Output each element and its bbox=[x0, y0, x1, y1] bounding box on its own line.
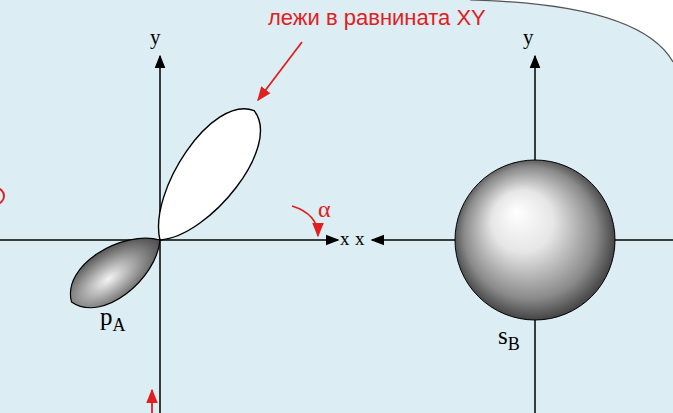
leader-arrow bbox=[258, 42, 302, 100]
x-axis-left bbox=[0, 239, 338, 241]
s-orbital-sphere bbox=[455, 160, 615, 320]
white-corner bbox=[470, 0, 673, 62]
p-orbital-positive-lobe bbox=[135, 92, 279, 258]
angle-arc bbox=[292, 206, 318, 236]
pointer-arrow bbox=[151, 390, 153, 413]
p-orbital-negative-lobe bbox=[57, 220, 174, 323]
orbital-name: pA bbox=[100, 303, 126, 331]
axis-name: y bbox=[150, 26, 161, 49]
axis-name: y bbox=[523, 26, 534, 49]
angle-name: α bbox=[318, 196, 331, 222]
plane-note: лежи в равнината XY bbox=[268, 6, 486, 30]
axis-name: x bbox=[340, 229, 350, 250]
corner-border bbox=[470, 0, 673, 62]
orbital-name: sB bbox=[498, 322, 520, 350]
clipped-mark bbox=[0, 188, 4, 204]
axis-name: x bbox=[355, 229, 365, 250]
